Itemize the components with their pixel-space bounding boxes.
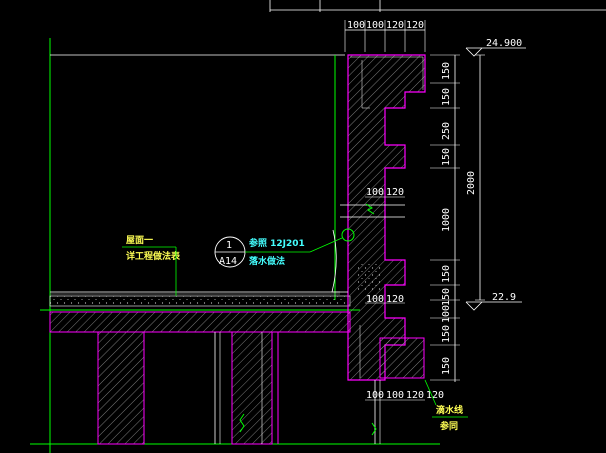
dim-right-5: 1000	[441, 208, 452, 232]
dim-bottom-2: 100	[386, 390, 404, 401]
dim-right-8: 100	[441, 305, 452, 323]
dim-mid: 100 120 100 120	[365, 187, 405, 305]
drip-label-1: 滴水线	[436, 404, 463, 416]
dim-lower-2: 120	[386, 294, 404, 305]
roof-label-1: 屋面一	[126, 235, 153, 246]
dim-top: 100 100 120 120	[344, 20, 426, 52]
roof-label: 屋面一 详工程做法表	[122, 235, 181, 296]
dim-bottom: 100 100 120 120	[365, 390, 444, 401]
dim-top-1: 100	[347, 20, 365, 31]
dim-top-4: 120	[406, 20, 424, 31]
callout-number: 1	[226, 240, 232, 251]
drip-label: 滴水线 参同	[424, 379, 468, 432]
dim-total: 2000	[466, 171, 477, 195]
roof-label-2: 详工程做法表	[126, 250, 181, 262]
dim-right-9: 150	[441, 325, 452, 343]
dim-bottom-4: 120	[426, 390, 444, 401]
elev-mid-text: 22.9	[492, 292, 516, 303]
roof-slab	[49, 291, 351, 333]
dim-top-3: 120	[386, 20, 404, 31]
ref-text-2: 落水做法	[249, 255, 285, 267]
drip-label-2: 参同	[440, 420, 458, 432]
dim-right-3: 250	[441, 122, 452, 140]
dim-right-10: 150	[441, 357, 452, 375]
elev-top-text: 24.900	[486, 38, 522, 49]
dim-right-2: 150	[441, 88, 452, 106]
ref-text-1: 参照 12J201	[249, 237, 305, 249]
dim-mid-1: 100	[366, 187, 384, 198]
parapet-wall	[331, 54, 426, 444]
dim-bottom-1: 100	[366, 390, 384, 401]
dim-right: 150 150 250 150 1000 150 150 100 150 150…	[430, 54, 485, 382]
grid-lines	[30, 38, 440, 453]
lower-structure	[97, 331, 279, 445]
callout-sheet: A14	[219, 256, 237, 267]
dim-right-4: 150	[441, 148, 452, 166]
dim-bottom-3: 120	[406, 390, 424, 401]
dim-right-1: 150	[441, 62, 452, 80]
dim-mid-2: 120	[386, 187, 404, 198]
elevation-top: 24.900	[465, 38, 526, 57]
dim-right-7: 150	[441, 288, 452, 306]
dim-right-6: 150	[441, 265, 452, 283]
detail-callout: 1 A14 参照 12J201 落水做法	[214, 236, 343, 268]
elevation-mid: 22.9	[465, 292, 522, 311]
dim-lower-1: 100	[366, 294, 384, 305]
top-lines	[269, 0, 606, 12]
dim-top-2: 100	[366, 20, 384, 31]
